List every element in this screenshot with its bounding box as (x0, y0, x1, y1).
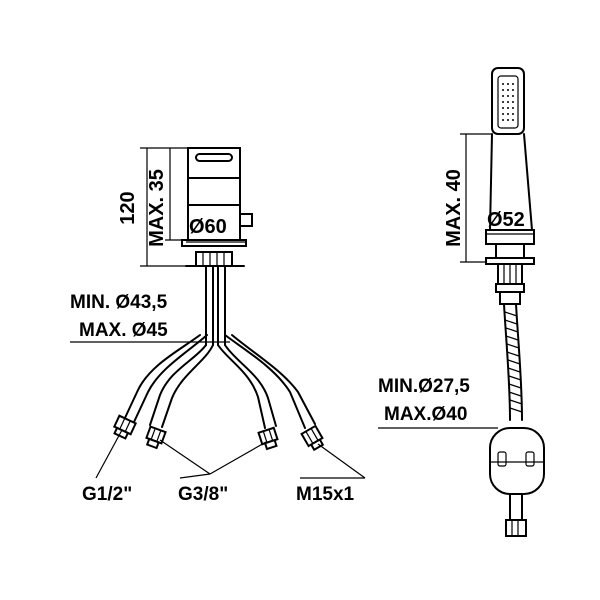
connection-m15-label: M15x1 (296, 484, 355, 505)
shower-holder (485, 229, 535, 245)
connection-g12-label: G1/2" (82, 484, 132, 505)
diameter-right-label: Ø52 (487, 209, 525, 231)
mixer-stem (195, 251, 233, 267)
nozzle-dots (502, 83, 514, 121)
mixer-cap (187, 147, 241, 179)
hole-max-right-label: MAX.Ø40 (384, 404, 467, 425)
side-knob (239, 213, 253, 227)
hole-min-left-label: MIN. Ø43,5 (70, 292, 168, 313)
lever-slot (195, 153, 233, 162)
height-max-left-label: MAX. 35 (146, 169, 168, 247)
hole-max-left-label: MAX. Ø45 (79, 320, 168, 341)
hose-weight (489, 427, 545, 495)
hole-min-right-label: MIN.Ø27,5 (378, 376, 470, 397)
connection-g38-label: G3/8" (178, 484, 228, 505)
height-total-label: 120 (117, 191, 139, 224)
left-dimensions (70, 147, 366, 479)
mixer-assembly: 120 MAX. 35 Ø60 MIN. Ø43,5 MAX. Ø45 G1/2… (70, 147, 366, 505)
hose-end-fitting (505, 519, 527, 537)
shower-hose (503, 303, 511, 421)
diameter-left-label: Ø60 (189, 216, 227, 238)
height-max-right-label: MAX. 40 (443, 169, 465, 247)
right-dimensions (378, 133, 534, 429)
hose-coil (504, 311, 523, 413)
hoses (123, 334, 316, 429)
hand-shower-assembly: MAX. 40 Ø52 MIN.Ø27,5 MAX.Ø40 (378, 67, 545, 537)
hose-fittings (112, 414, 325, 452)
mixer-flange (181, 239, 247, 247)
